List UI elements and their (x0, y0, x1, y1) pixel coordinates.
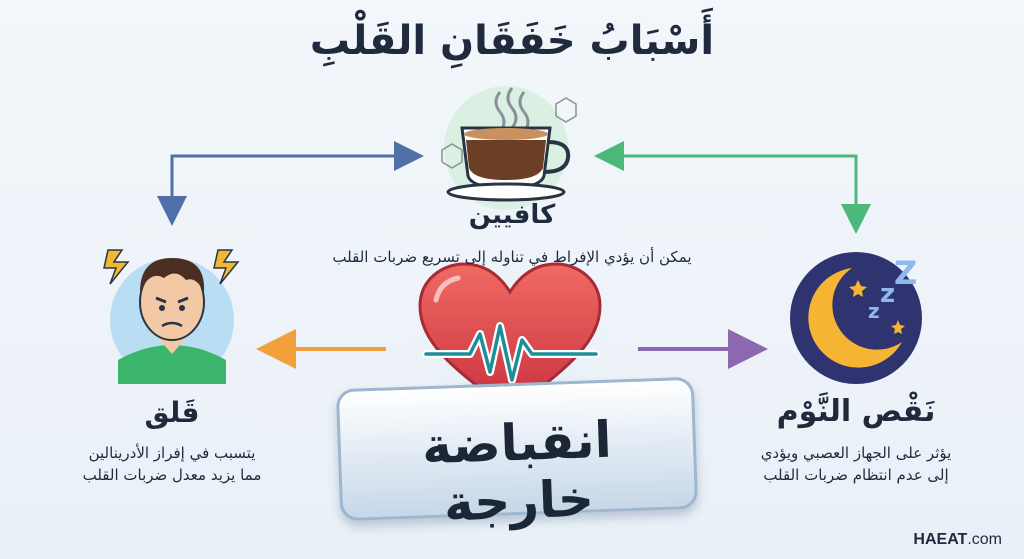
caffeine-title: كافيين (468, 200, 556, 230)
svg-text:Z: Z (894, 254, 917, 292)
sleep-title: نَقْص النَّوْم (776, 394, 936, 429)
caffeine-description: يمكن أن يؤدي الإفراط في تناوله إلى تسريع… (332, 248, 692, 266)
anxiety-description-line2: مما يزيد معدل ضربات القلب (82, 466, 262, 484)
svg-text:z: z (880, 279, 895, 309)
anxiety-description-line1: يتسبب في إفراز الأدرينالين (88, 444, 256, 462)
brand-watermark: HAEAT.com (913, 531, 1002, 549)
svg-text:z: z (868, 299, 880, 323)
sleep-description-line1: يؤثر على الجهاز العصبي ويؤدي (760, 444, 952, 462)
stressed-person-icon (103, 249, 240, 384)
arrow-caffeine-to-anxiety (170, 141, 424, 212)
moon-sleep-icon: z z Z (790, 252, 922, 384)
center-label: انقباضة خارجة (420, 410, 613, 533)
brand-domain: .com (967, 531, 1002, 548)
sleep-description-line2: إلى عدم انتظام ضربات القلب (763, 466, 949, 484)
ecg-line-inner (424, 324, 598, 382)
center-badge: انقباضة خارجة (330, 373, 700, 533)
arrow-sleep-to-caffeine (594, 141, 858, 210)
anxiety-title: قَلق (144, 396, 200, 429)
center-badge-panel: انقباضة خارجة (335, 376, 699, 533)
coffee-cup-icon (441, 86, 577, 210)
page-title: أَسْبَابُ خَفَقَانِ القَلْبِ (309, 18, 715, 64)
brand-name: HAEAT (913, 531, 968, 548)
